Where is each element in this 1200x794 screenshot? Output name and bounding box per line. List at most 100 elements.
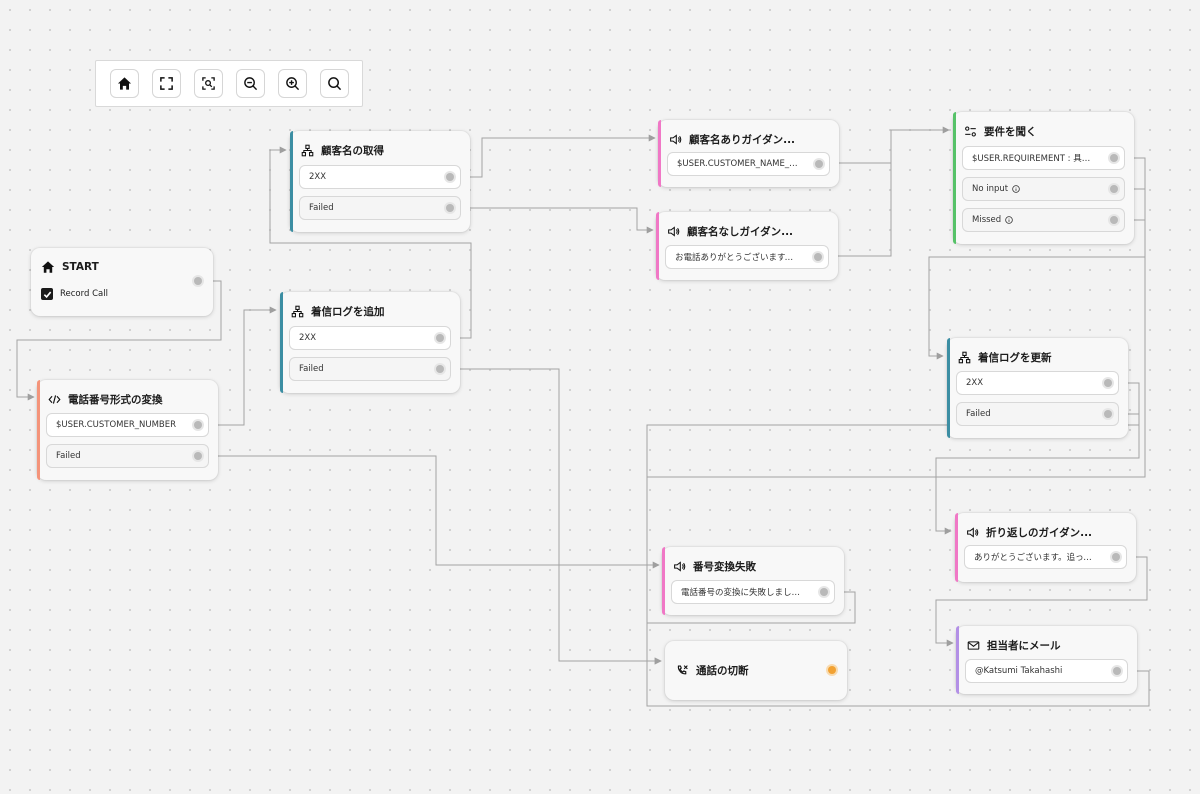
home-icon	[117, 77, 132, 90]
start-output-handle[interactable]	[194, 277, 202, 285]
node-number-convert-failed[interactable]: 番号変換失敗 電話番号の変換に失敗しました。...	[662, 547, 844, 615]
node-hangup[interactable]: 通話の切断	[665, 641, 847, 700]
node-accent	[947, 338, 950, 438]
node-title: 担当者にメール	[987, 639, 1061, 652]
port-2xx[interactable]: 2XX	[289, 326, 451, 350]
check-icon	[43, 291, 51, 298]
fit-view-icon	[160, 77, 173, 90]
port-requirement[interactable]: $USER.REQUIREMENT : 具体的...	[962, 146, 1125, 170]
node-accent	[662, 547, 665, 615]
ask-icon	[963, 124, 977, 138]
node-callback-guidance[interactable]: 折り返しのガイダン... ありがとうございます。追って...	[955, 513, 1136, 582]
edge-phone-number-to-add-log	[212, 306, 277, 426]
port-handle[interactable]	[815, 160, 823, 168]
zoom-out-button[interactable]	[236, 69, 265, 98]
node-guide-no-name[interactable]: 顧客名なしガイダン... お電話ありがとうございます。...	[656, 212, 838, 280]
home-button[interactable]	[110, 69, 139, 98]
info-icon[interactable]	[1012, 185, 1020, 193]
port-2xx[interactable]: 2XX	[299, 165, 461, 189]
node-title: 折り返しのガイダン...	[986, 526, 1093, 539]
port-handle[interactable]	[1110, 154, 1118, 162]
port-no-input[interactable]: No input	[962, 177, 1125, 201]
port-handle[interactable]	[1110, 185, 1118, 193]
edge-add-log-failed-to-hangup	[453, 368, 662, 665]
start-node[interactable]: START Record Call	[31, 248, 213, 316]
node-title: START	[62, 261, 99, 273]
port-handle[interactable]	[194, 452, 202, 460]
edge-guide-with-name-to-ask	[832, 126, 950, 164]
node-title: 番号変換失敗	[693, 560, 756, 573]
record-call-checkbox[interactable]	[41, 288, 53, 300]
port-handle[interactable]	[194, 421, 202, 429]
zoom-in-icon	[286, 77, 300, 91]
node-title: 電話番号形式の変換	[68, 393, 163, 406]
node-title: 着信ログを追加	[311, 305, 385, 318]
port-customer-name-output[interactable]: $USER.CUSTOMER_NAME_KA...	[667, 152, 830, 176]
node-phone-convert[interactable]: 電話番号形式の変換 $USER.CUSTOMER_NUMBER Failed	[37, 380, 218, 480]
edge-phone-failed-to-convert-fail	[212, 455, 660, 569]
port-failed[interactable]: Failed	[299, 196, 461, 220]
node-ask-requirement[interactable]: 要件を聞く $USER.REQUIREMENT : 具体的... No inpu…	[953, 112, 1134, 244]
record-call-label: Record Call	[60, 289, 108, 299]
port-handle[interactable]	[820, 588, 828, 596]
canvas-toolbar	[95, 60, 363, 107]
node-title: 通話の切断	[696, 664, 749, 677]
port-failed[interactable]: Failed	[46, 444, 209, 468]
code-icon	[47, 392, 61, 406]
port-failed[interactable]: Failed	[289, 357, 451, 381]
port-guidance-output[interactable]: お電話ありがとうございます。...	[665, 245, 829, 269]
info-icon[interactable]	[1005, 216, 1013, 224]
port-guidance-output[interactable]: 電話番号の変換に失敗しました。...	[671, 580, 835, 604]
record-call-option[interactable]: Record Call	[41, 288, 108, 300]
port-handle[interactable]	[446, 204, 454, 212]
search-button[interactable]	[320, 69, 349, 98]
node-guide-with-name[interactable]: 顧客名ありガイダン... $USER.CUSTOMER_NAME_KA...	[658, 120, 839, 187]
end-handle[interactable]	[828, 666, 836, 674]
port-handle[interactable]	[446, 173, 454, 181]
node-accent	[280, 292, 283, 393]
speaker-icon	[666, 224, 680, 238]
port-handle[interactable]	[1112, 553, 1120, 561]
speaker-icon	[668, 132, 682, 146]
port-handle[interactable]	[1104, 379, 1112, 387]
hangup-icon	[675, 663, 689, 677]
fit-view-button[interactable]	[152, 69, 181, 98]
node-accent	[656, 212, 659, 280]
edge-guide-no-name-to-ask	[832, 130, 892, 257]
node-update-call-log[interactable]: 着信ログを更新 2XX Failed	[947, 338, 1128, 438]
port-handle[interactable]	[1104, 410, 1112, 418]
port-customer-number[interactable]: $USER.CUSTOMER_NUMBER	[46, 413, 209, 437]
node-accent	[953, 112, 956, 244]
node-add-call-log[interactable]: 着信ログを追加 2XX Failed	[280, 292, 460, 393]
zoom-in-button[interactable]	[278, 69, 307, 98]
node-accent	[658, 120, 661, 187]
zoom-to-selection-icon	[202, 77, 215, 90]
api-icon	[300, 143, 314, 157]
port-handle[interactable]	[1110, 216, 1118, 224]
node-title: 顧客名の取得	[321, 144, 384, 157]
home-icon	[41, 260, 55, 274]
port-missed[interactable]: Missed	[962, 208, 1125, 232]
port-handle[interactable]	[814, 253, 822, 261]
edge-ask-missed	[1127, 219, 1146, 477]
node-accent	[956, 626, 959, 694]
port-failed[interactable]: Failed	[956, 402, 1119, 426]
zoom-out-icon	[244, 77, 258, 91]
port-guidance-output[interactable]: ありがとうございます。追って...	[964, 545, 1127, 569]
node-email-staff[interactable]: 担当者にメール @Katsumi Takahashi	[956, 626, 1137, 694]
speaker-icon	[965, 525, 979, 539]
api-icon	[290, 304, 304, 318]
port-recipient[interactable]: @Katsumi Takahashi	[965, 659, 1128, 683]
port-2xx[interactable]: 2XX	[956, 371, 1119, 395]
port-handle[interactable]	[436, 334, 444, 342]
port-handle[interactable]	[436, 365, 444, 373]
search-icon	[328, 77, 342, 91]
node-title: 顧客名なしガイダン...	[687, 225, 794, 238]
node-get-customer-name[interactable]: 顧客名の取得 2XX Failed	[290, 131, 470, 232]
node-title: 顧客名ありガイダン...	[689, 133, 796, 146]
node-accent	[290, 131, 293, 232]
port-handle[interactable]	[1113, 667, 1121, 675]
node-title: 要件を聞く	[984, 125, 1037, 138]
zoom-to-selection-button[interactable]	[194, 69, 223, 98]
mail-icon	[966, 638, 980, 652]
